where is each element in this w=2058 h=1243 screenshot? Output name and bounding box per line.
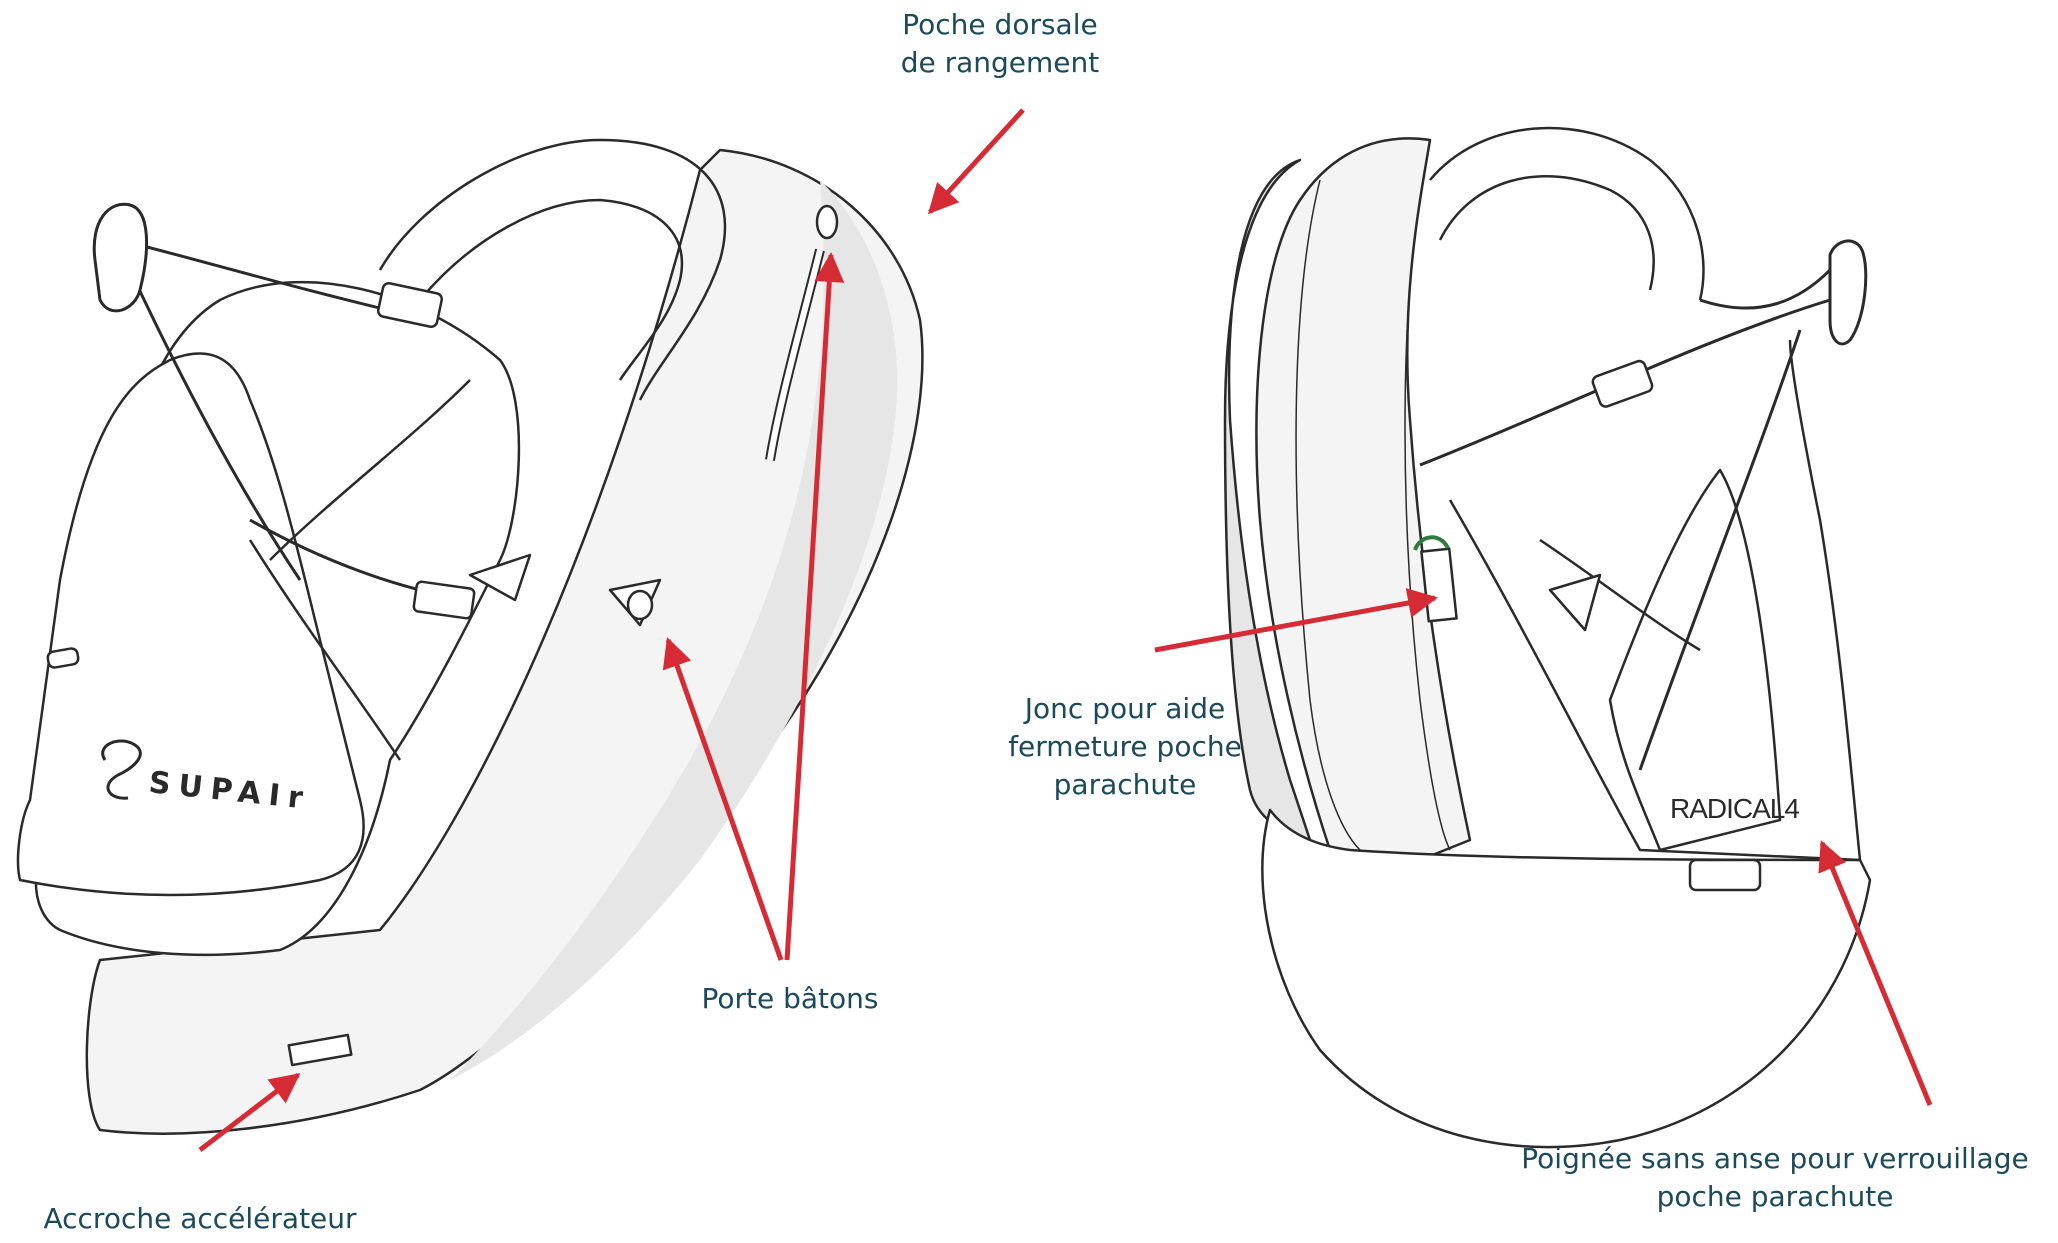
right-chest-buckle xyxy=(1591,359,1654,408)
right-inner-frame-2 xyxy=(1440,176,1654,290)
right-shoulder-loop xyxy=(1700,270,1830,308)
right-seat-bulge xyxy=(1262,810,1870,1147)
right-harness-illustration xyxy=(1225,128,1870,1147)
left-carabiner xyxy=(94,204,146,311)
label-back-pocket: Poche dorsale de rangement xyxy=(880,6,1120,82)
right-carabiner xyxy=(1830,241,1866,344)
label-speedbar-hook: Accroche accélérateur xyxy=(20,1200,380,1238)
right-back-protector xyxy=(1256,138,1470,860)
arrow-back-pocket xyxy=(930,110,1023,212)
radical-logo: RADICAL4 xyxy=(1670,793,1799,824)
left-leg-buckle xyxy=(413,581,475,619)
label-handle: Poignée sans anse pour verrouillage poch… xyxy=(1500,1140,2050,1216)
right-handle xyxy=(1690,860,1760,890)
label-rod: Jonc pour aide fermeture poche parachute xyxy=(990,690,1260,804)
label-pole-holder: Porte bâtons xyxy=(690,980,890,1018)
right-flap xyxy=(1550,575,1600,630)
right-rod-tab xyxy=(1421,549,1456,622)
left-pole-loop-mid xyxy=(628,591,652,619)
right-inner-frame xyxy=(1430,128,1703,300)
left-side-loop xyxy=(47,648,79,669)
left-pole-loop-top xyxy=(817,206,837,238)
